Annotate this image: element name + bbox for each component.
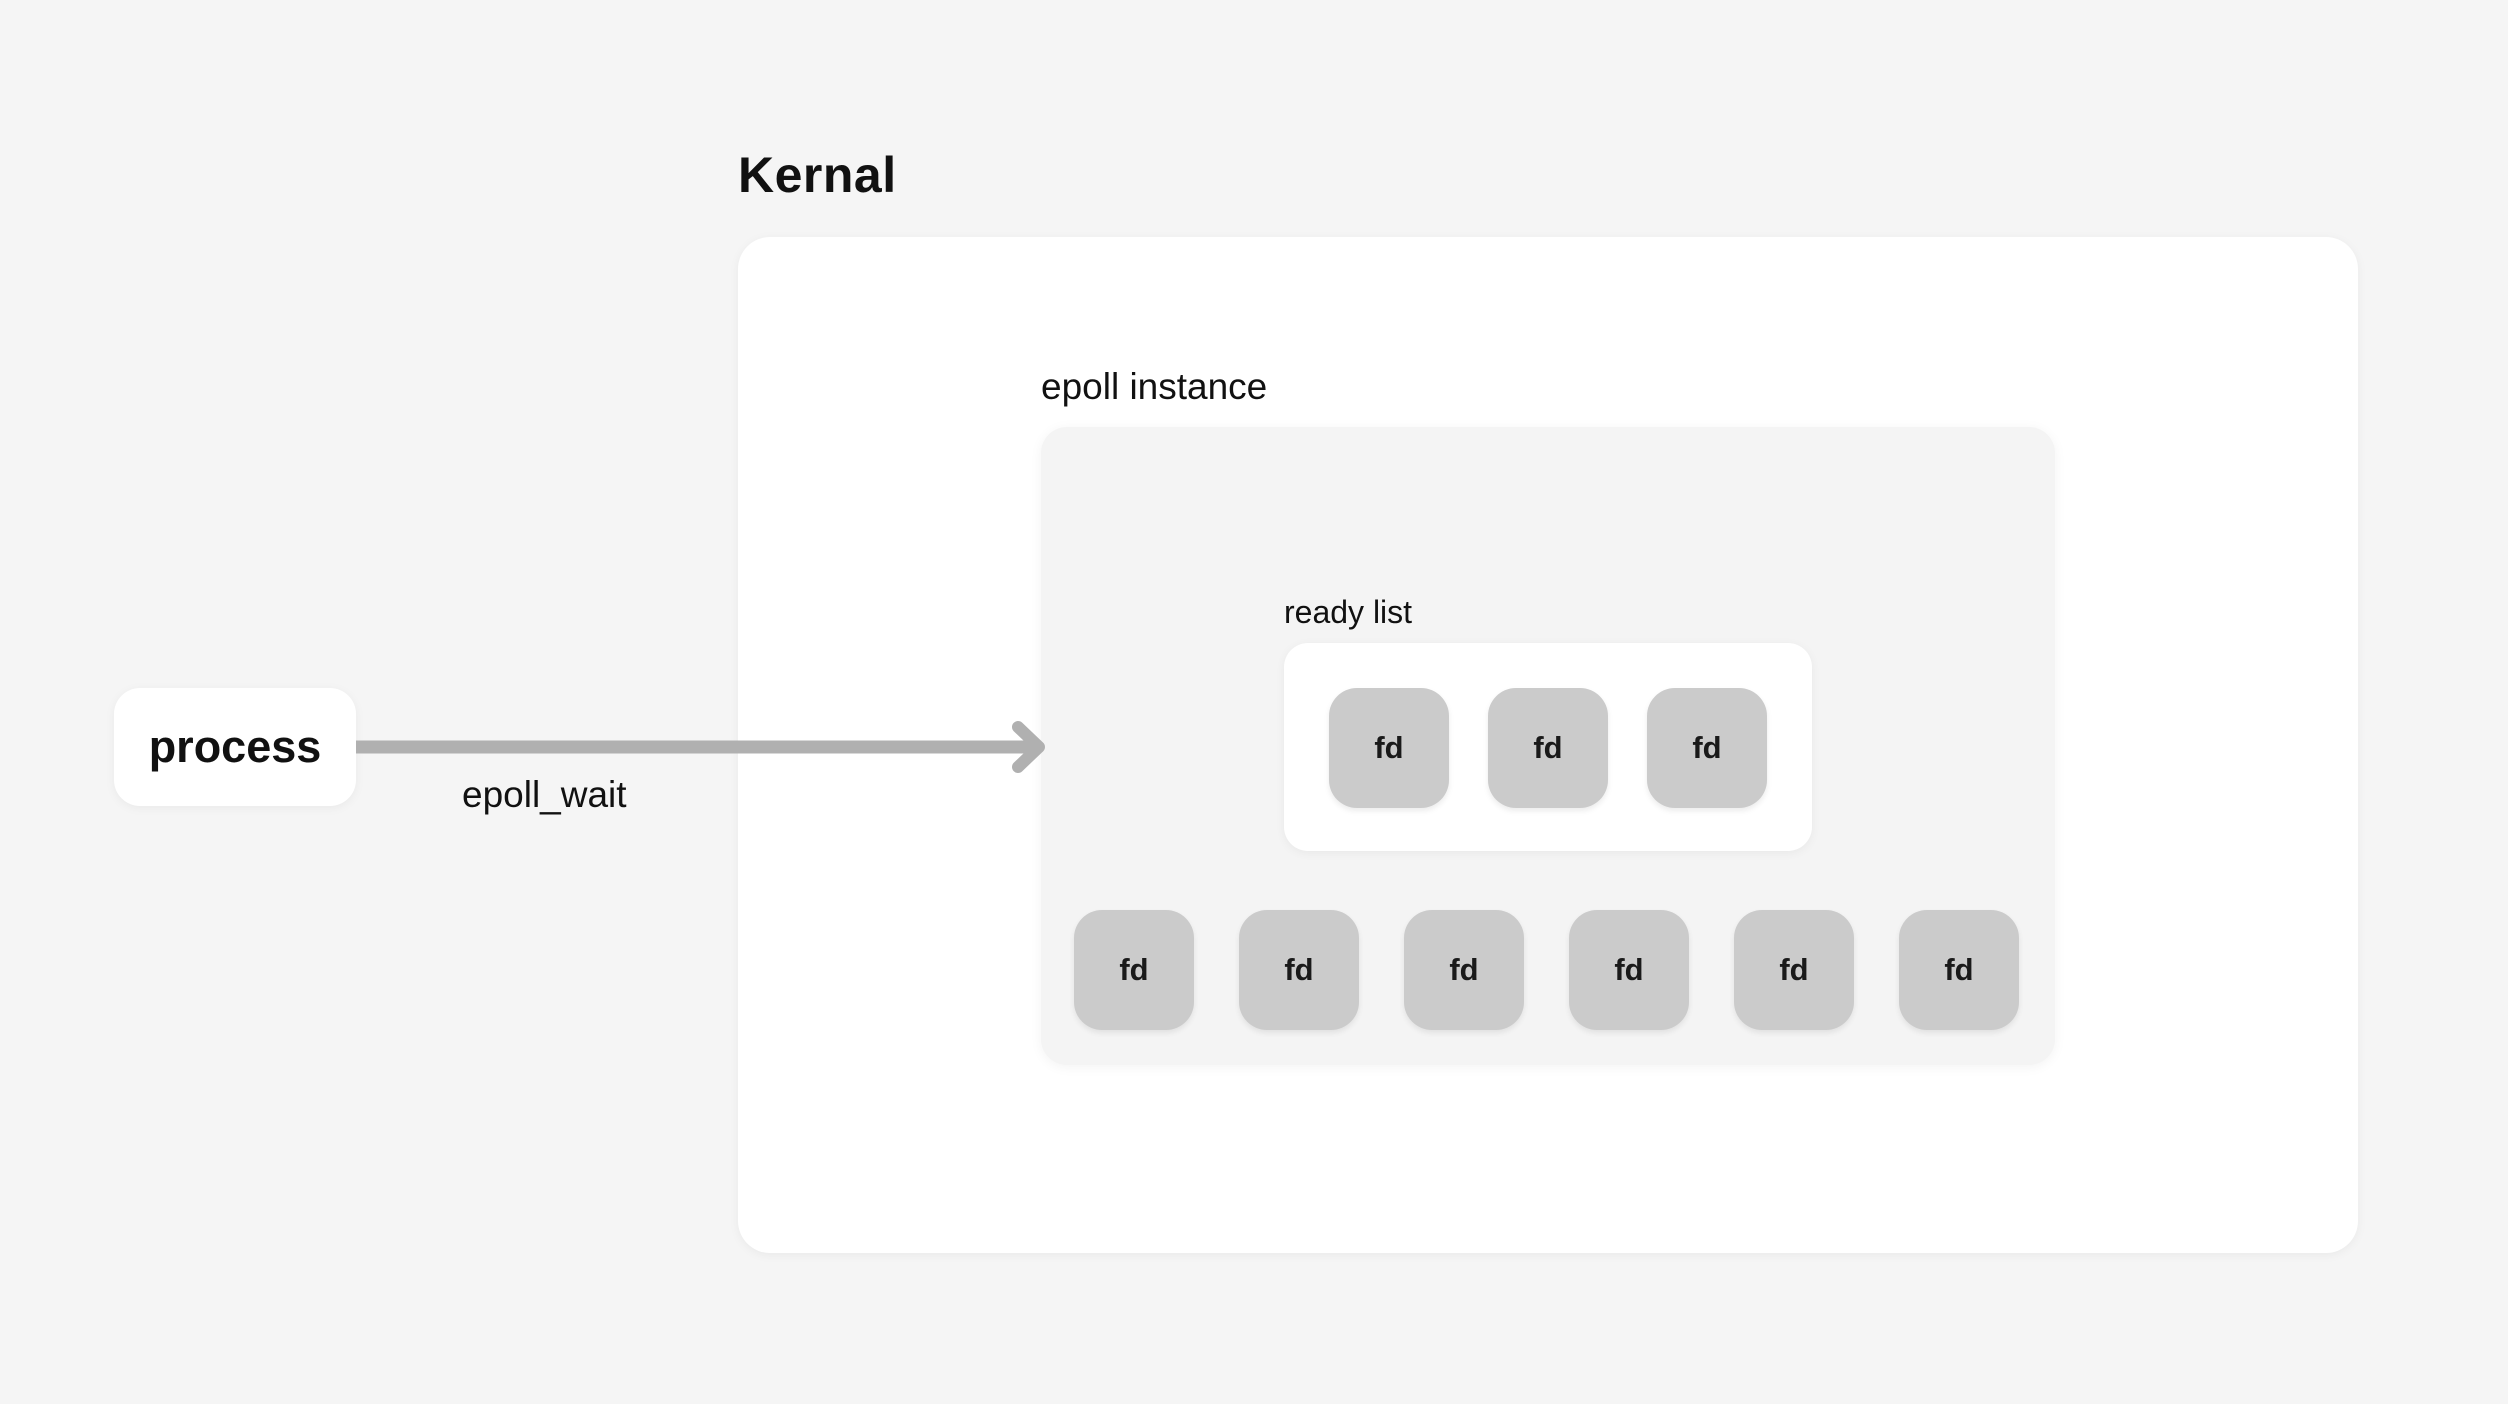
interest-fd: fd (1569, 910, 1689, 1030)
interest-fd: fd (1899, 910, 2019, 1030)
epoll-wait-label: epoll_wait (462, 774, 627, 815)
kernel-title: Kernal (738, 147, 897, 203)
interest-fd: fd (1404, 910, 1524, 1030)
ready-fd: fd (1329, 688, 1449, 808)
ready-list-title: ready list (1284, 594, 1413, 630)
process-label: process (148, 721, 322, 772)
epoll-instance-title: epoll instance (1041, 366, 1268, 407)
ready-fd: fd (1647, 688, 1767, 808)
ready-fd: fd (1488, 688, 1608, 808)
interest-fd: fd (1239, 910, 1359, 1030)
epoll-wait-arrow (356, 721, 1045, 773)
process-node: process (114, 688, 356, 806)
interest-fd: fd (1074, 910, 1194, 1030)
interest-fd: fd (1734, 910, 1854, 1030)
arrow-head (1012, 721, 1045, 773)
